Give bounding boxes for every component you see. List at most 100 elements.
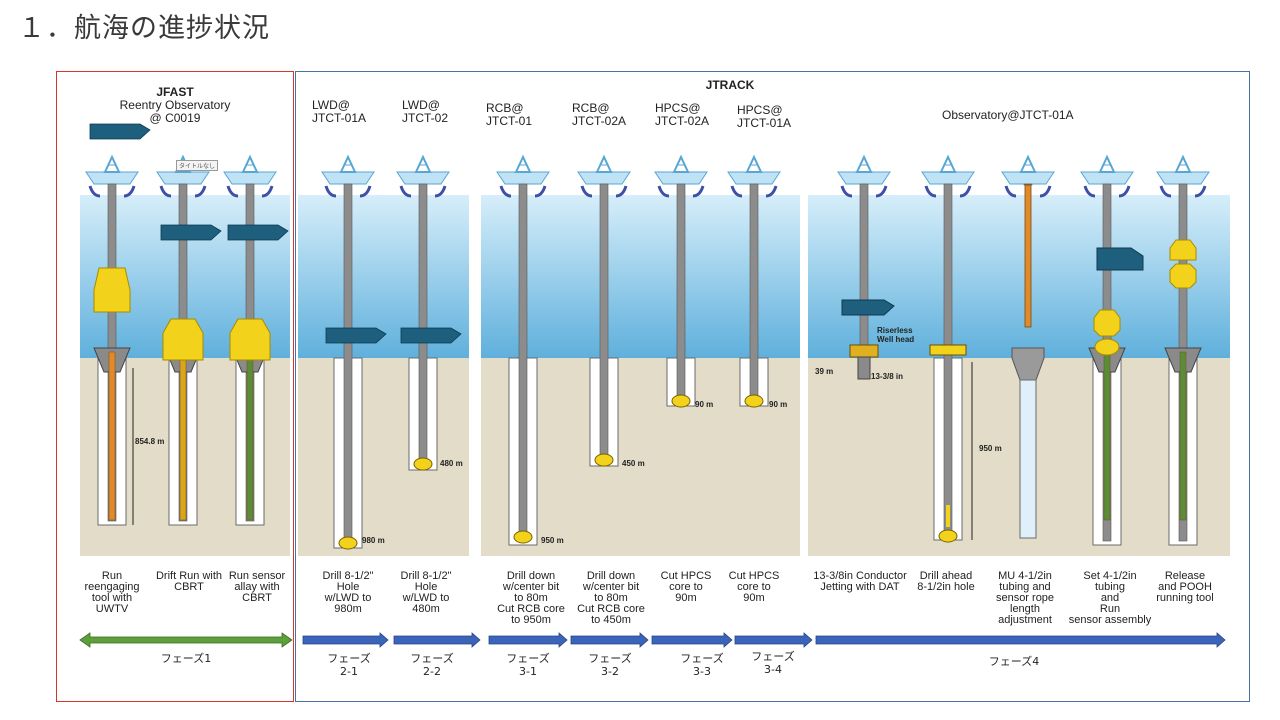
step-7-vessel: [577, 171, 631, 185]
seabed-panel-1: [298, 358, 469, 556]
step-caption-9: Cut HPCS core to 90m: [728, 570, 780, 604]
phase-label-6: フェーズ 3-3: [680, 652, 724, 678]
phase-arrow-3: [393, 632, 481, 648]
phase-label-1: フェーズ1: [160, 652, 212, 665]
sea-panel-3: [808, 195, 1230, 358]
step-2-downhole-tool: [179, 351, 187, 521]
step-11-wellhead: [929, 344, 967, 356]
site-label-lwd-jtct-01a: LWD@ JTCT-01A: [312, 98, 367, 125]
step-caption-5: Drill 8-1/2" Hole w/LWD to 480m: [400, 570, 452, 615]
phase-arrow-7: [734, 632, 813, 648]
step-caption-12: MU 4-1/2in tubing and sensor rope length…: [995, 570, 1055, 626]
step-10-drill-pipe: [859, 183, 869, 346]
jfast-subtitle: Reentry Observatory @ C0019: [119, 98, 231, 125]
step-caption-11: Drill ahead 8-1/2in hole: [917, 570, 975, 593]
step-5-drill-pipe: [418, 183, 428, 467]
phase-arrow-shape-4: [488, 632, 568, 648]
step-13-downhole-tool: [1103, 351, 1111, 521]
step-caption-1: Run reengaging tool with UWTV: [84, 570, 140, 615]
depth-label-step-5: 480 m: [440, 459, 463, 468]
step-11-drill-bit: [938, 529, 958, 543]
step-caption-2: Drift Run with CBRT: [155, 570, 223, 593]
step-caption-8: Cut HPCS core to 90m: [660, 570, 712, 604]
step-4-guide-frame: [325, 327, 387, 344]
step-7-hull: [580, 185, 628, 198]
phase-arrow-1: [79, 632, 293, 648]
step-11-bha: [946, 505, 950, 527]
phase-label-4: フェーズ 3-1: [506, 652, 550, 678]
depth-label-step-8: 90 m: [695, 400, 714, 409]
step-4-drill-pipe: [343, 183, 353, 545]
step-13-float-1: [1093, 309, 1121, 337]
phase-arrow-shape-1: [79, 632, 293, 648]
step-7-drill-bit: [594, 453, 614, 467]
site-label-rcb-jtct-01: RCB@ JTCT-01: [486, 101, 533, 128]
step-10-hull: [840, 185, 888, 198]
riserless-wellhead-label: Riserless Well head: [877, 326, 915, 344]
step-10-wellhead: [849, 344, 879, 358]
phase-label-5: フェーズ 3-2: [588, 652, 632, 678]
depth-label-step-4: 980 m: [362, 536, 385, 545]
step-6-drill-bit: [513, 530, 533, 544]
step-caption-13: Set 4-1/2in tubing and Run sensor assemb…: [1068, 570, 1152, 626]
step-9-drill-bit: [744, 394, 764, 408]
jfast-header: JFAST Reentry Observatory @ C0019: [100, 86, 250, 125]
phase-arrow-5: [570, 632, 649, 648]
step-1-reentry-funnel: [93, 267, 131, 313]
conductor-depth-label: 39 m: [815, 367, 834, 376]
phase-arrow-shape-3: [393, 632, 481, 648]
step-12-vessel: [1001, 171, 1055, 185]
site-label-hpcs-jtct-02a: HPCS@ JTCT-02A: [655, 101, 710, 128]
step-5-vessel: [396, 171, 450, 185]
depth-label-step-11: 950 m: [979, 444, 1002, 453]
depth-label-step-1: 854.8 m: [135, 437, 165, 446]
phase-arrow-2: [302, 632, 389, 648]
step-14-float-1: [1169, 239, 1197, 261]
step-14-float-2: [1169, 263, 1197, 289]
step-12-sensor-rope: [1024, 184, 1032, 328]
sea-panel-2: [481, 195, 800, 358]
step-1-guide-frame: [89, 123, 151, 140]
step-2-buoy: [162, 318, 204, 361]
step-8-hull: [657, 185, 705, 198]
site-label-rcb-jtct-02a: RCB@ JTCT-02A: [572, 101, 627, 128]
step-3-guide-frame: [227, 224, 289, 241]
step-6-drill-pipe: [518, 183, 528, 542]
phase-label-3: フェーズ 2-2: [410, 652, 454, 678]
step-caption-10: 13-3/8in Conductor Jetting with DAT: [813, 570, 907, 593]
depth-label-step-7: 450 m: [622, 459, 645, 468]
step-10-dat-tool: [841, 299, 895, 316]
casing-size-label: 13-3/8 in: [871, 372, 904, 381]
step-13-hull: [1083, 185, 1131, 198]
step-caption-4: Drill 8-1/2" Hole w/LWD to 980m: [322, 570, 374, 615]
step-1-vessel: [85, 171, 139, 185]
jtrack-header: JTRACK: [650, 79, 810, 92]
jfast-frame: [56, 71, 294, 702]
site-label-hpcs-jtct-01a: HPCS@ JTCT-01A: [737, 103, 792, 130]
phase-label-7: フェーズ 3-4: [751, 650, 795, 676]
phase-arrow-6: [651, 632, 733, 648]
jtrack-title: JTRACK: [705, 78, 755, 92]
step-7-drill-pipe: [599, 183, 609, 463]
jtrack-frame: [295, 71, 1250, 702]
phase-arrow-shape-5: [570, 632, 649, 648]
step-10-conductor: [857, 356, 871, 380]
step-5-drill-bit: [413, 457, 433, 471]
step-11-drill-pipe: [943, 183, 953, 537]
depth-label-step-6: 950 m: [541, 536, 564, 545]
step-13-float-2: [1094, 338, 1120, 356]
step-2-vessel: [156, 171, 210, 185]
depth-label-step-9: 90 m: [769, 400, 788, 409]
step-9-hull: [730, 185, 778, 198]
site-label-observatory: Observatory@JTCT-01A: [942, 108, 1074, 122]
step-6-vessel: [496, 171, 550, 185]
step-12-cased-hole: [1019, 379, 1037, 539]
step-9-vessel: [727, 171, 781, 185]
step-4-hull: [324, 185, 372, 198]
seabed-panel-3: [808, 358, 1230, 556]
phase-arrow-shape-6: [651, 632, 733, 648]
step-10-vessel: [837, 171, 891, 185]
step-caption-3: Run sensor allay with CBRT: [228, 570, 286, 604]
step-caption-7: Drill down w/center bit to 80m Cut RCB c…: [577, 570, 645, 626]
step-4-drill-bit: [338, 536, 358, 550]
